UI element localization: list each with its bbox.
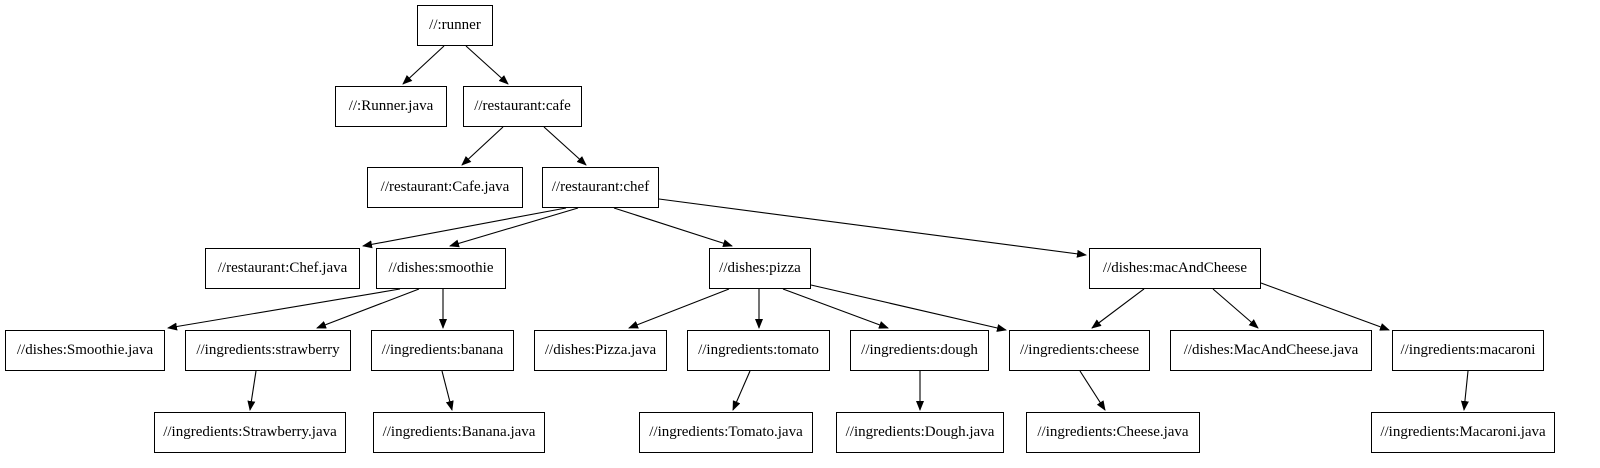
graph-node-dishes_pizza[interactable]: //dishes:pizza xyxy=(709,248,811,289)
graph-node-label: //restaurant:cafe xyxy=(474,98,571,114)
graph-node-dishes_macandchee[interactable]: //dishes:macAndCheese xyxy=(1089,248,1261,289)
graph-node-label: //ingredients:dough xyxy=(861,342,978,358)
graph-node-label: //ingredients:macaroni xyxy=(1400,342,1536,358)
graph-node-ing_strawberry[interactable]: //ingredients:strawberry xyxy=(185,330,351,371)
graph-node-banana_java[interactable]: //ingredients:Banana.java xyxy=(373,412,545,453)
graph-node-label: //ingredients:Macaroni.java xyxy=(1380,424,1546,440)
graph-node-label: //ingredients:strawberry xyxy=(196,342,340,358)
graph-node-ing_macaroni[interactable]: //ingredients:macaroni xyxy=(1392,330,1544,371)
graph-node-label: //ingredients:Banana.java xyxy=(382,424,536,440)
graph-node-cafe_java[interactable]: //restaurant:Cafe.java xyxy=(367,167,523,208)
graph-node-dough_java[interactable]: //ingredients:Dough.java xyxy=(836,412,1004,453)
graph-node-pizza_java[interactable]: //dishes:Pizza.java xyxy=(534,330,667,371)
graph-node-ing_tomato[interactable]: //ingredients:tomato xyxy=(687,330,830,371)
graph-node-label: //ingredients:Strawberry.java xyxy=(163,424,337,440)
graph-node-label: //ingredients:Tomato.java xyxy=(649,424,803,440)
graph-node-cheese_java[interactable]: //ingredients:Cheese.java xyxy=(1026,412,1200,453)
graph-node-restaurant_chef[interactable]: //restaurant:chef xyxy=(542,167,659,208)
graph-node-label: //dishes:macAndCheese xyxy=(1102,260,1248,276)
graph-node-label: //restaurant:Cafe.java xyxy=(380,179,510,195)
graph-node-smoothie_java[interactable]: //dishes:Smoothie.java xyxy=(5,330,165,371)
graph-node-label: //ingredients:banana xyxy=(381,342,504,358)
graph-node-label: //ingredients:Cheese.java xyxy=(1037,424,1189,440)
graph-node-restaurant_cafe[interactable]: //restaurant:cafe xyxy=(463,86,582,127)
graph-node-label: //dishes:MacAndCheese.java xyxy=(1183,342,1359,358)
graph-node-ing_cheese[interactable]: //ingredients:cheese xyxy=(1009,330,1150,371)
graph-node-label: //:runner xyxy=(429,17,481,33)
graph-node-label: //ingredients:cheese xyxy=(1019,342,1140,358)
graph-node-label: //:Runner.java xyxy=(348,98,434,114)
graph-node-macaroni_java[interactable]: //ingredients:Macaroni.java xyxy=(1371,412,1555,453)
graph-node-label: //ingredients:Dough.java xyxy=(845,424,995,440)
graph-node-ing_banana[interactable]: //ingredients:banana xyxy=(371,330,514,371)
graph-node-label: //dishes:Pizza.java xyxy=(544,342,657,358)
graph-node-macandcheese_java[interactable]: //dishes:MacAndCheese.java xyxy=(1170,330,1372,371)
graph-node-strawberry_java[interactable]: //ingredients:Strawberry.java xyxy=(154,412,346,453)
graph-node-dishes_smoothie[interactable]: //dishes:smoothie xyxy=(376,248,506,289)
graph-node-ing_dough[interactable]: //ingredients:dough xyxy=(850,330,989,371)
graph-node-label: //dishes:pizza xyxy=(719,260,801,276)
graph-node-label: //dishes:smoothie xyxy=(388,260,494,276)
graph-node-tomato_java[interactable]: //ingredients:Tomato.java xyxy=(639,412,813,453)
graph-node-label: //ingredients:tomato xyxy=(698,342,819,358)
graph-node-runner[interactable]: //:runner xyxy=(417,5,493,46)
graph-node-label: //restaurant:chef xyxy=(551,179,650,195)
graph-node-runner_java[interactable]: //:Runner.java xyxy=(335,86,447,127)
graph-node-label: //restaurant:Chef.java xyxy=(217,260,348,276)
graph-node-chef_java[interactable]: //restaurant:Chef.java xyxy=(205,248,360,289)
graph-node-label: //dishes:Smoothie.java xyxy=(16,342,154,358)
